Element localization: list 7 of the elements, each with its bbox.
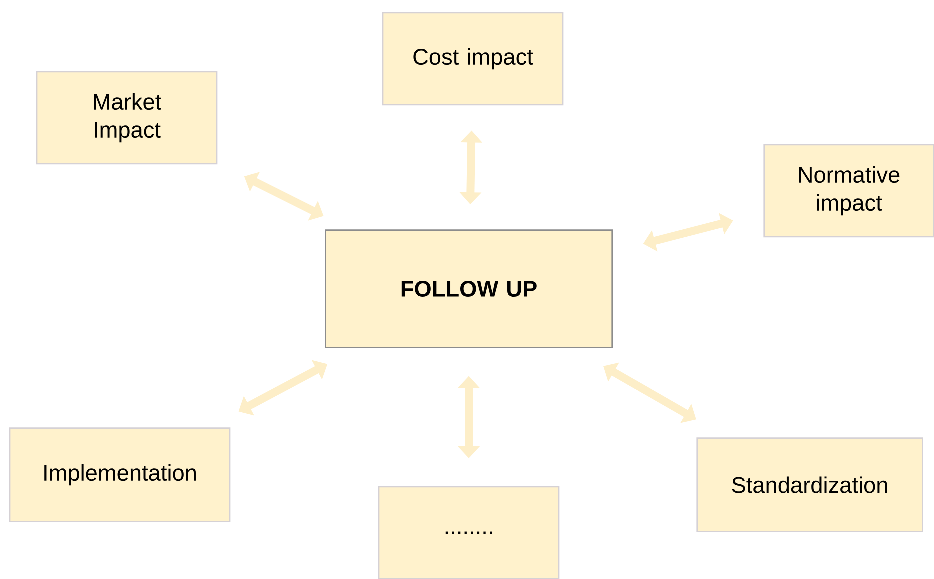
topic-box: ........	[378, 486, 560, 579]
topic-box: Cost impact	[382, 12, 564, 106]
follow-up-box: FOLLOW UP	[325, 230, 613, 348]
topic-box: Normative impact	[764, 144, 934, 238]
topic-box: Standardization	[696, 438, 924, 532]
topic-box: Market Impact	[36, 71, 218, 165]
topic-box: Implementation	[9, 428, 231, 522]
